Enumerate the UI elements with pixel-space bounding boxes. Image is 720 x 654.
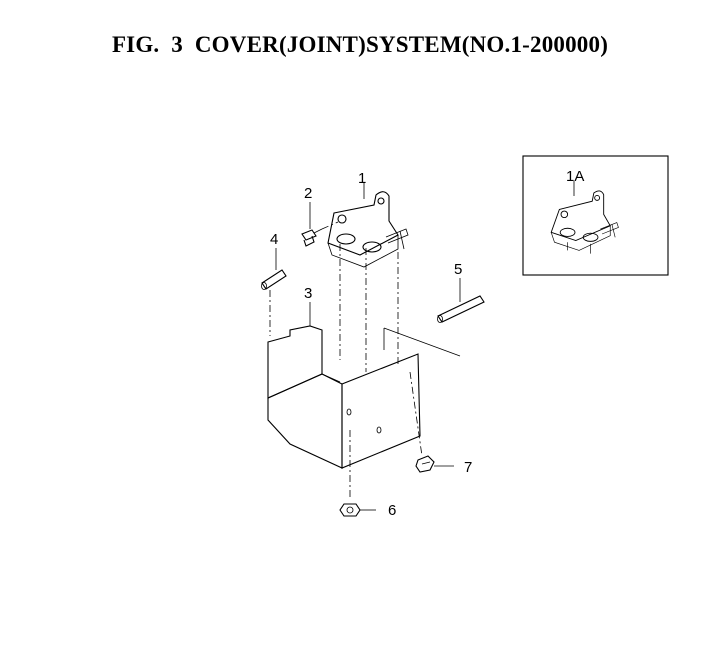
- callout-1: 1: [358, 170, 366, 187]
- bracket-1-drawing: [327, 191, 409, 268]
- callout-4: 4: [270, 231, 278, 248]
- inset-box-1a: 1A: [522, 155, 669, 276]
- callout-2: 2: [304, 185, 312, 202]
- nut-6-drawing: [339, 503, 361, 517]
- callout-7: 7: [464, 459, 472, 476]
- pin-4-drawing: [261, 269, 287, 290]
- bolt-7-drawing: [415, 455, 435, 473]
- callout-5: 5: [454, 261, 462, 278]
- figure-title: FIG. 3 COVER(JOINT)SYSTEM(NO.1-200000): [111, 32, 609, 57]
- bolt-2-drawing: [301, 221, 339, 247]
- assembly-centerlines: [269, 244, 423, 500]
- callout-3: 3: [304, 285, 312, 302]
- cover-3-drawing: [267, 325, 461, 469]
- callout-6: 6: [388, 502, 396, 519]
- callout-1a: 1A: [566, 168, 584, 185]
- bracket-1a-drawing: [550, 190, 619, 254]
- pin-5-drawing: [437, 295, 485, 323]
